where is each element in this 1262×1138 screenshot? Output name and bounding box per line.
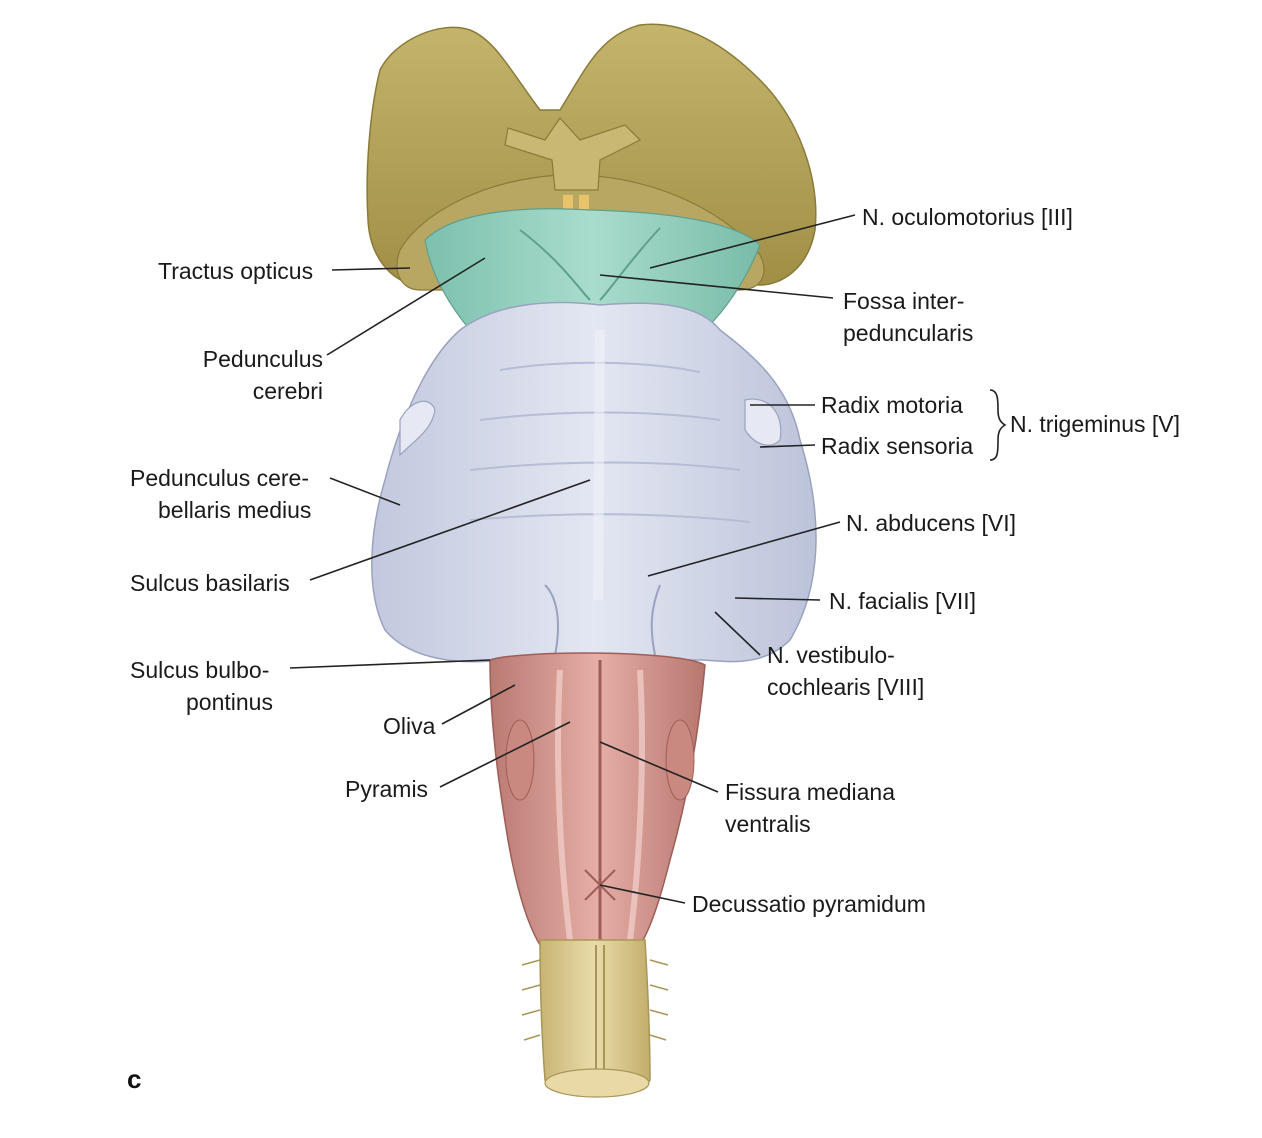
label-sulcus-basilaris: Sulcus basilaris xyxy=(130,570,290,596)
leader-lines xyxy=(289,214,856,904)
label-n-oculomotorius: N. oculomotorius [III] xyxy=(862,204,1073,230)
label-sulcus-bulbopontinus: Sulcus bulbo- pontinus xyxy=(130,657,273,715)
label-n-vestibulocochlearis: N. vestibulo- cochlearis [VIII] xyxy=(767,642,925,700)
label-n-facialis: N. facialis [VII] xyxy=(829,588,976,614)
trigeminus-brace xyxy=(989,389,1007,461)
label-pyramis: Pyramis xyxy=(345,776,429,802)
pons xyxy=(371,301,817,663)
figure-letter: c xyxy=(127,1064,142,1094)
label-n-abducens: N. abducens [VI] xyxy=(846,510,1017,536)
label-fossa-interpeduncularis: Fossa inter- peduncularis xyxy=(843,288,974,346)
label-tractus-opticus: Tractus opticus xyxy=(158,258,314,284)
label-decussatio-pyramidum: Decussatio pyramidum xyxy=(692,891,926,917)
label-n-trigeminus: N. trigeminus [V] xyxy=(1010,411,1180,437)
label-radix-motoria: Radix motoria xyxy=(821,392,963,418)
label-radix-sensoria: Radix sensoria xyxy=(821,433,974,459)
label-oliva: Oliva xyxy=(383,713,436,739)
label-pedunculus-cerebellaris-medius: Pedunculus cere- bellaris medius xyxy=(130,465,312,523)
spinal-cord xyxy=(521,939,669,1098)
medulla-oblongata xyxy=(489,652,706,946)
label-fissura-mediana-ventralis: Fissura mediana ventralis xyxy=(725,779,896,837)
pedunculi-cerebri xyxy=(424,208,761,331)
label-pedunculus-cerebri: Pedunculus cerebri xyxy=(202,346,323,404)
